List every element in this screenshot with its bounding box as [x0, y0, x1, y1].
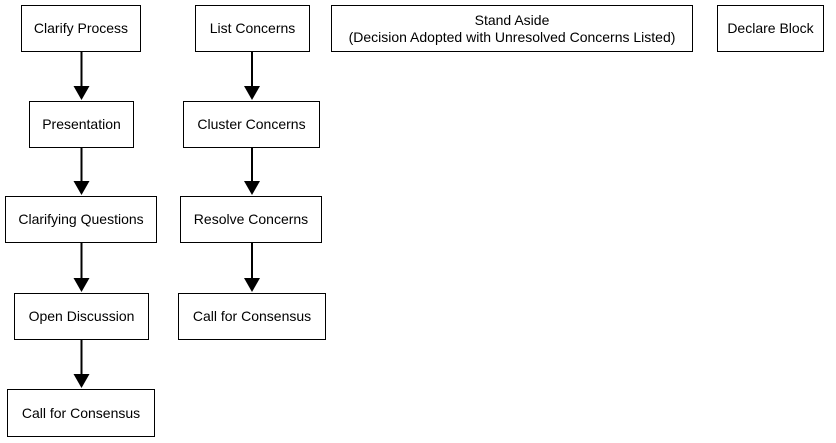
node-declare-block: Declare Block [717, 5, 824, 52]
arrow-discussion-to-consensus [73, 340, 90, 388]
node-label: List Concerns [209, 20, 296, 36]
node-label-line1: Stand Aside [474, 11, 550, 28]
arrow-clarify-to-presentation [73, 52, 90, 100]
node-call-for-consensus-concerns: Call for Consensus [178, 293, 326, 340]
node-clarifying-questions: Clarifying Questions [5, 196, 157, 243]
node-label: Resolve Concerns [193, 211, 309, 227]
arrow-clarifying-to-discussion [73, 243, 90, 292]
node-open-discussion: Open Discussion [14, 293, 149, 340]
node-list-concerns: List Concerns [195, 5, 310, 52]
arrow-cluster-to-resolve [244, 148, 260, 195]
node-label: Cluster Concerns [197, 116, 306, 132]
node-stand-aside: Stand Aside (Decision Adopted with Unres… [331, 5, 693, 52]
arrow-list-to-cluster [244, 52, 260, 100]
node-clarify-process: Clarify Process [21, 5, 141, 52]
node-label: Clarify Process [33, 20, 129, 36]
node-label: Call for Consensus [192, 308, 312, 324]
arrow-presentation-to-clarifying [73, 148, 90, 195]
node-call-for-consensus-main: Call for Consensus [7, 389, 155, 437]
node-cluster-concerns: Cluster Concerns [183, 101, 320, 148]
node-resolve-concerns: Resolve Concerns [180, 196, 322, 243]
node-label: Presentation [42, 116, 121, 132]
node-label: Call for Consensus [21, 404, 141, 421]
node-label: Clarifying Questions [18, 211, 144, 227]
node-label: Declare Block [727, 20, 814, 36]
node-presentation: Presentation [29, 101, 134, 148]
arrow-resolve-to-consensus [244, 243, 260, 292]
node-label: Open Discussion [28, 308, 135, 324]
node-label-line2: (Decision Adopted with Unresolved Concer… [348, 28, 676, 45]
